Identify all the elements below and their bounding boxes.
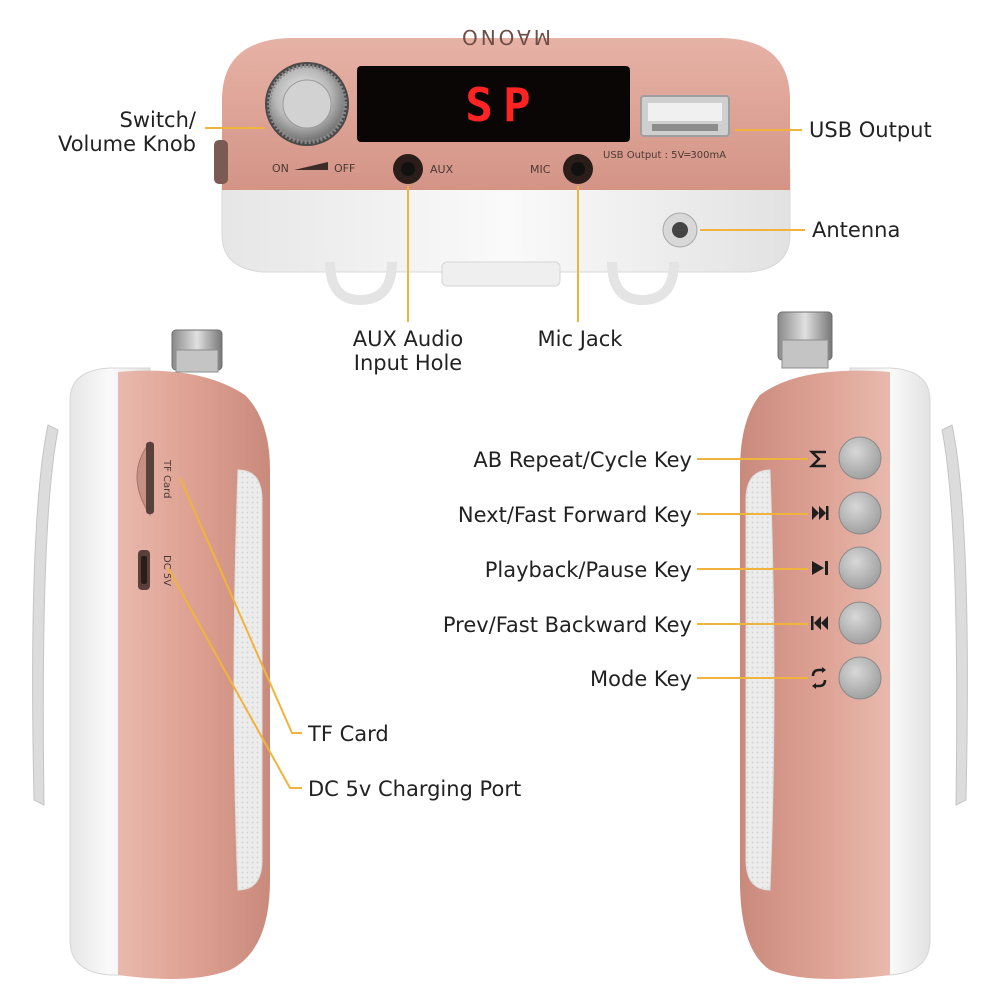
- right-device-view: [740, 311, 968, 980]
- mic-jack: [563, 154, 593, 184]
- play-pause-icon: [812, 561, 828, 575]
- brand-logo: MAONO: [459, 25, 551, 49]
- playback-pause-key[interactable]: [838, 546, 882, 590]
- aux-jack: [393, 154, 423, 184]
- label-prev-fast-backward: Prev/Fast Backward Key: [443, 613, 692, 637]
- label-ab-repeat: AB Repeat/Cycle Key: [473, 448, 692, 472]
- switch-wedge-icon: [294, 162, 328, 170]
- label-mic-jack: Mic Jack: [538, 327, 624, 351]
- label-usb-output: USB Output: [809, 118, 932, 142]
- loop-icon: [811, 667, 827, 689]
- mode-key[interactable]: [838, 656, 882, 700]
- next-icon: [812, 506, 829, 520]
- left-device-view: TF Card DC 5V: [32, 329, 270, 980]
- display-readout: SP: [465, 78, 540, 132]
- tf-card-marking: TF Card: [161, 459, 172, 498]
- prev-fast-backward-key[interactable]: [838, 601, 882, 645]
- led-display: [357, 66, 630, 142]
- switch-off-marking: OFF: [334, 162, 355, 175]
- label-aux-line1: AUX Audio: [353, 327, 464, 351]
- label-playback-pause: Playback/Pause Key: [485, 558, 692, 582]
- ab-repeat-key[interactable]: [838, 436, 882, 480]
- mic-marking: MIC: [530, 163, 551, 176]
- prev-icon: [811, 616, 828, 630]
- dc-marking: DC 5V: [161, 555, 172, 586]
- callout-lines: [167, 127, 808, 789]
- label-tf-card: TF Card: [307, 722, 389, 746]
- volume-knob[interactable]: [265, 62, 349, 146]
- label-switch-volume-line1: Switch/: [119, 108, 196, 132]
- aux-marking: AUX: [430, 163, 454, 176]
- label-dc-charging: DC 5v Charging Port: [308, 777, 521, 801]
- usb-port: [640, 95, 730, 137]
- usb-spec-marking: USB Output : 5V═300mA: [603, 150, 726, 161]
- switch-on-marking: ON: [272, 162, 289, 175]
- antenna-socket: [662, 212, 698, 248]
- label-mode-key: Mode Key: [590, 667, 692, 691]
- tf-card-slot: [136, 440, 154, 517]
- mode-m-icon: [808, 450, 826, 468]
- callout-labels: Switch/ Volume Knob USB Output Antenna A…: [58, 108, 932, 801]
- label-antenna: Antenna: [812, 218, 900, 242]
- label-next-fast-forward: Next/Fast Forward Key: [458, 503, 692, 527]
- label-aux-line2: Input Hole: [354, 351, 462, 375]
- label-switch-volume-line2: Volume Knob: [58, 132, 196, 156]
- next-fast-forward-key[interactable]: [838, 491, 882, 535]
- dc-port: [138, 550, 150, 590]
- top-device-view: MAONO SP ON OFF AUX MIC: [214, 25, 791, 306]
